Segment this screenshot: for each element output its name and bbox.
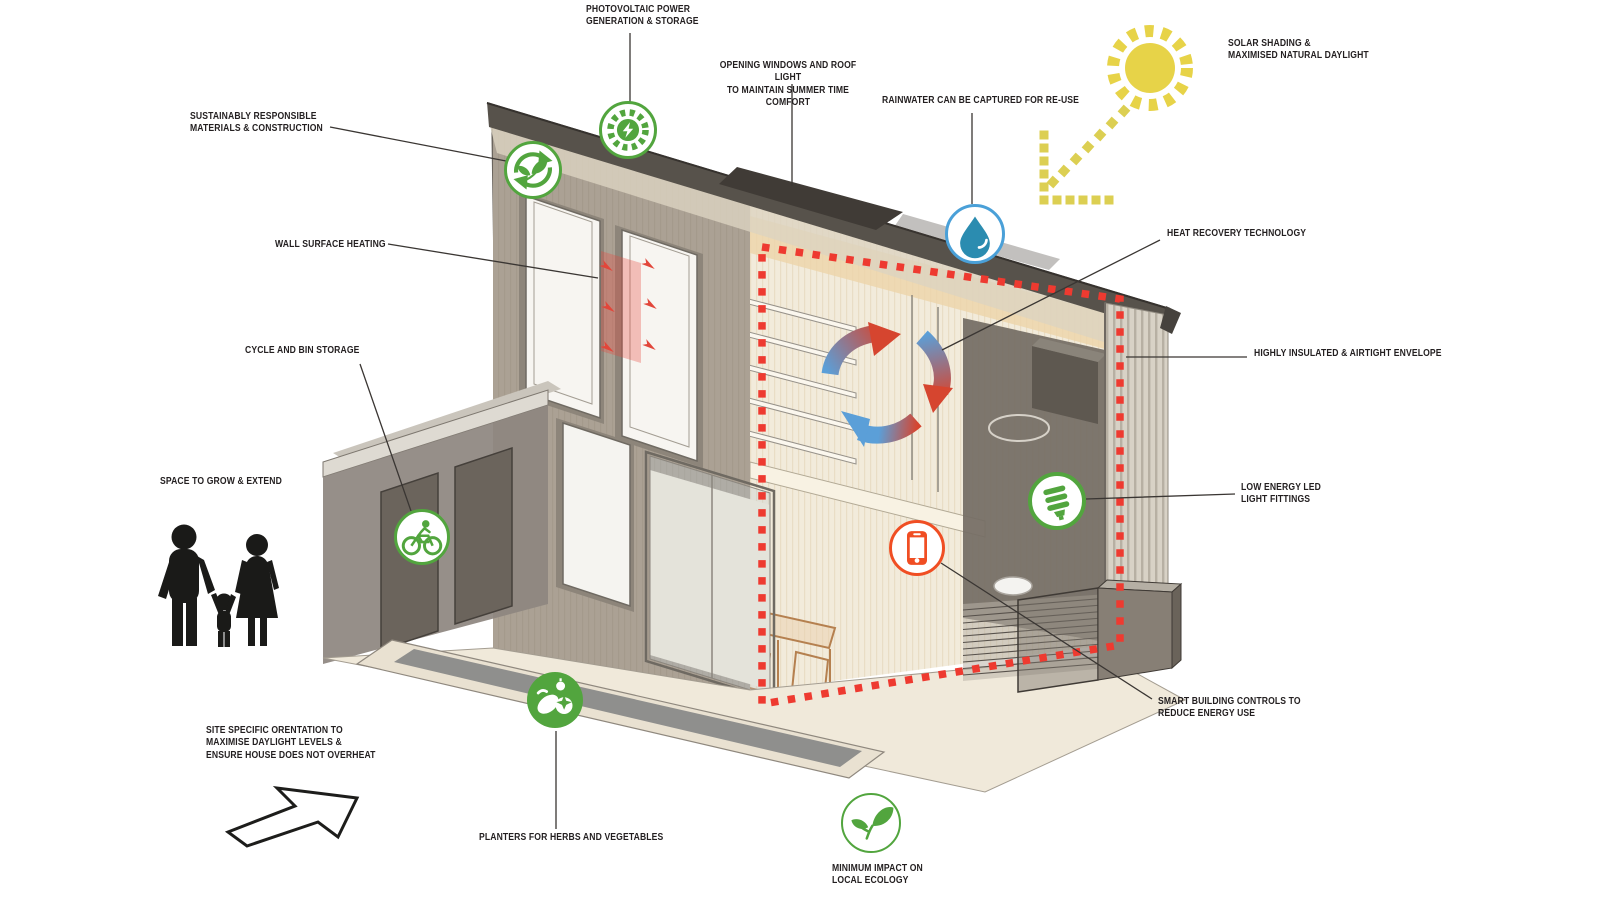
solar-dashed-arrow — [1039, 104, 1131, 205]
label-photovoltaic: PHOTOVOLTAIC POWER GENERATION & STORAGE — [586, 3, 699, 28]
cfl-bulb-icon — [1028, 472, 1086, 530]
label-space-to-grow: SPACE TO GROW & EXTEND — [160, 475, 282, 487]
vanity-basin — [988, 414, 1050, 442]
label-insulated-envelope: HIGHLY INSULATED & AIRTIGHT ENVELOPE — [1254, 347, 1442, 359]
label-rainwater: RAINWATER CAN BE CAPTURED FOR RE-USE — [882, 94, 1080, 106]
roof-light — [719, 167, 903, 230]
label-wall-heating: WALL SURFACE HEATING — [275, 238, 386, 250]
planter-trough — [355, 639, 886, 779]
label-heat-recovery: HEAT RECOVERY TECHNOLOGY — [1167, 227, 1307, 239]
label-cycle-storage: CYCLE AND BIN STORAGE — [245, 344, 360, 356]
airtight-envelope-outline — [758, 242, 1124, 709]
smartphone-icon — [889, 520, 945, 576]
toilet — [993, 576, 1033, 596]
label-sustainable-materials: SUSTAINABLY RESPONSIBLE MATERIALS & CONS… — [190, 110, 323, 135]
storage-cube — [1032, 346, 1098, 424]
direction-arrow — [224, 785, 360, 848]
leaf-sprout-icon — [841, 793, 901, 853]
label-opening-windows: OPENING WINDOWS AND ROOF LIGHT TO MAINTA… — [719, 59, 857, 109]
water-drop-icon — [945, 204, 1005, 264]
eave-cap — [1160, 306, 1181, 334]
label-led-lighting: LOW ENERGY LED LIGHT FITTINGS — [1241, 481, 1322, 506]
roof-plane — [490, 126, 1162, 347]
recycle-leaf-icon — [504, 141, 562, 199]
label-solar-shading: SOLAR SHADING & MAXIMISED NATURAL DAYLIG… — [1228, 37, 1369, 62]
vegetables-icon — [527, 672, 583, 728]
roof-fascia — [487, 102, 1170, 331]
label-site-orientation: SITE SPECIFIC ORENTATION TO MAXIMISE DAY… — [206, 724, 376, 761]
label-smart-controls: SMART BUILDING CONTROLS TO REDUCE ENERGY… — [1158, 695, 1301, 720]
heat-flow-arrows — [599, 258, 657, 353]
window-lower — [556, 418, 634, 612]
wall-heating-panel — [601, 251, 641, 363]
house-cutaway — [322, 102, 1187, 793]
label-planters: PLANTERS FOR HERBS AND VEGETABLES — [479, 831, 664, 843]
sliding-glass-doors — [644, 450, 776, 702]
window-upper-left — [519, 191, 604, 424]
sun-lightning-icon — [599, 101, 657, 159]
garden-boxes — [1017, 579, 1183, 693]
label-ecology: MINIMUM IMPACT ON LOCAL ECOLOGY — [832, 862, 923, 887]
circulating-arrows-icon — [821, 322, 953, 447]
interior-shelves — [721, 291, 857, 465]
sun-icon — [1107, 25, 1193, 111]
cyclist-icon — [394, 509, 450, 565]
family-silhouette — [158, 524, 279, 647]
leader-lines — [329, 33, 1247, 829]
window-upper-right — [615, 225, 703, 468]
